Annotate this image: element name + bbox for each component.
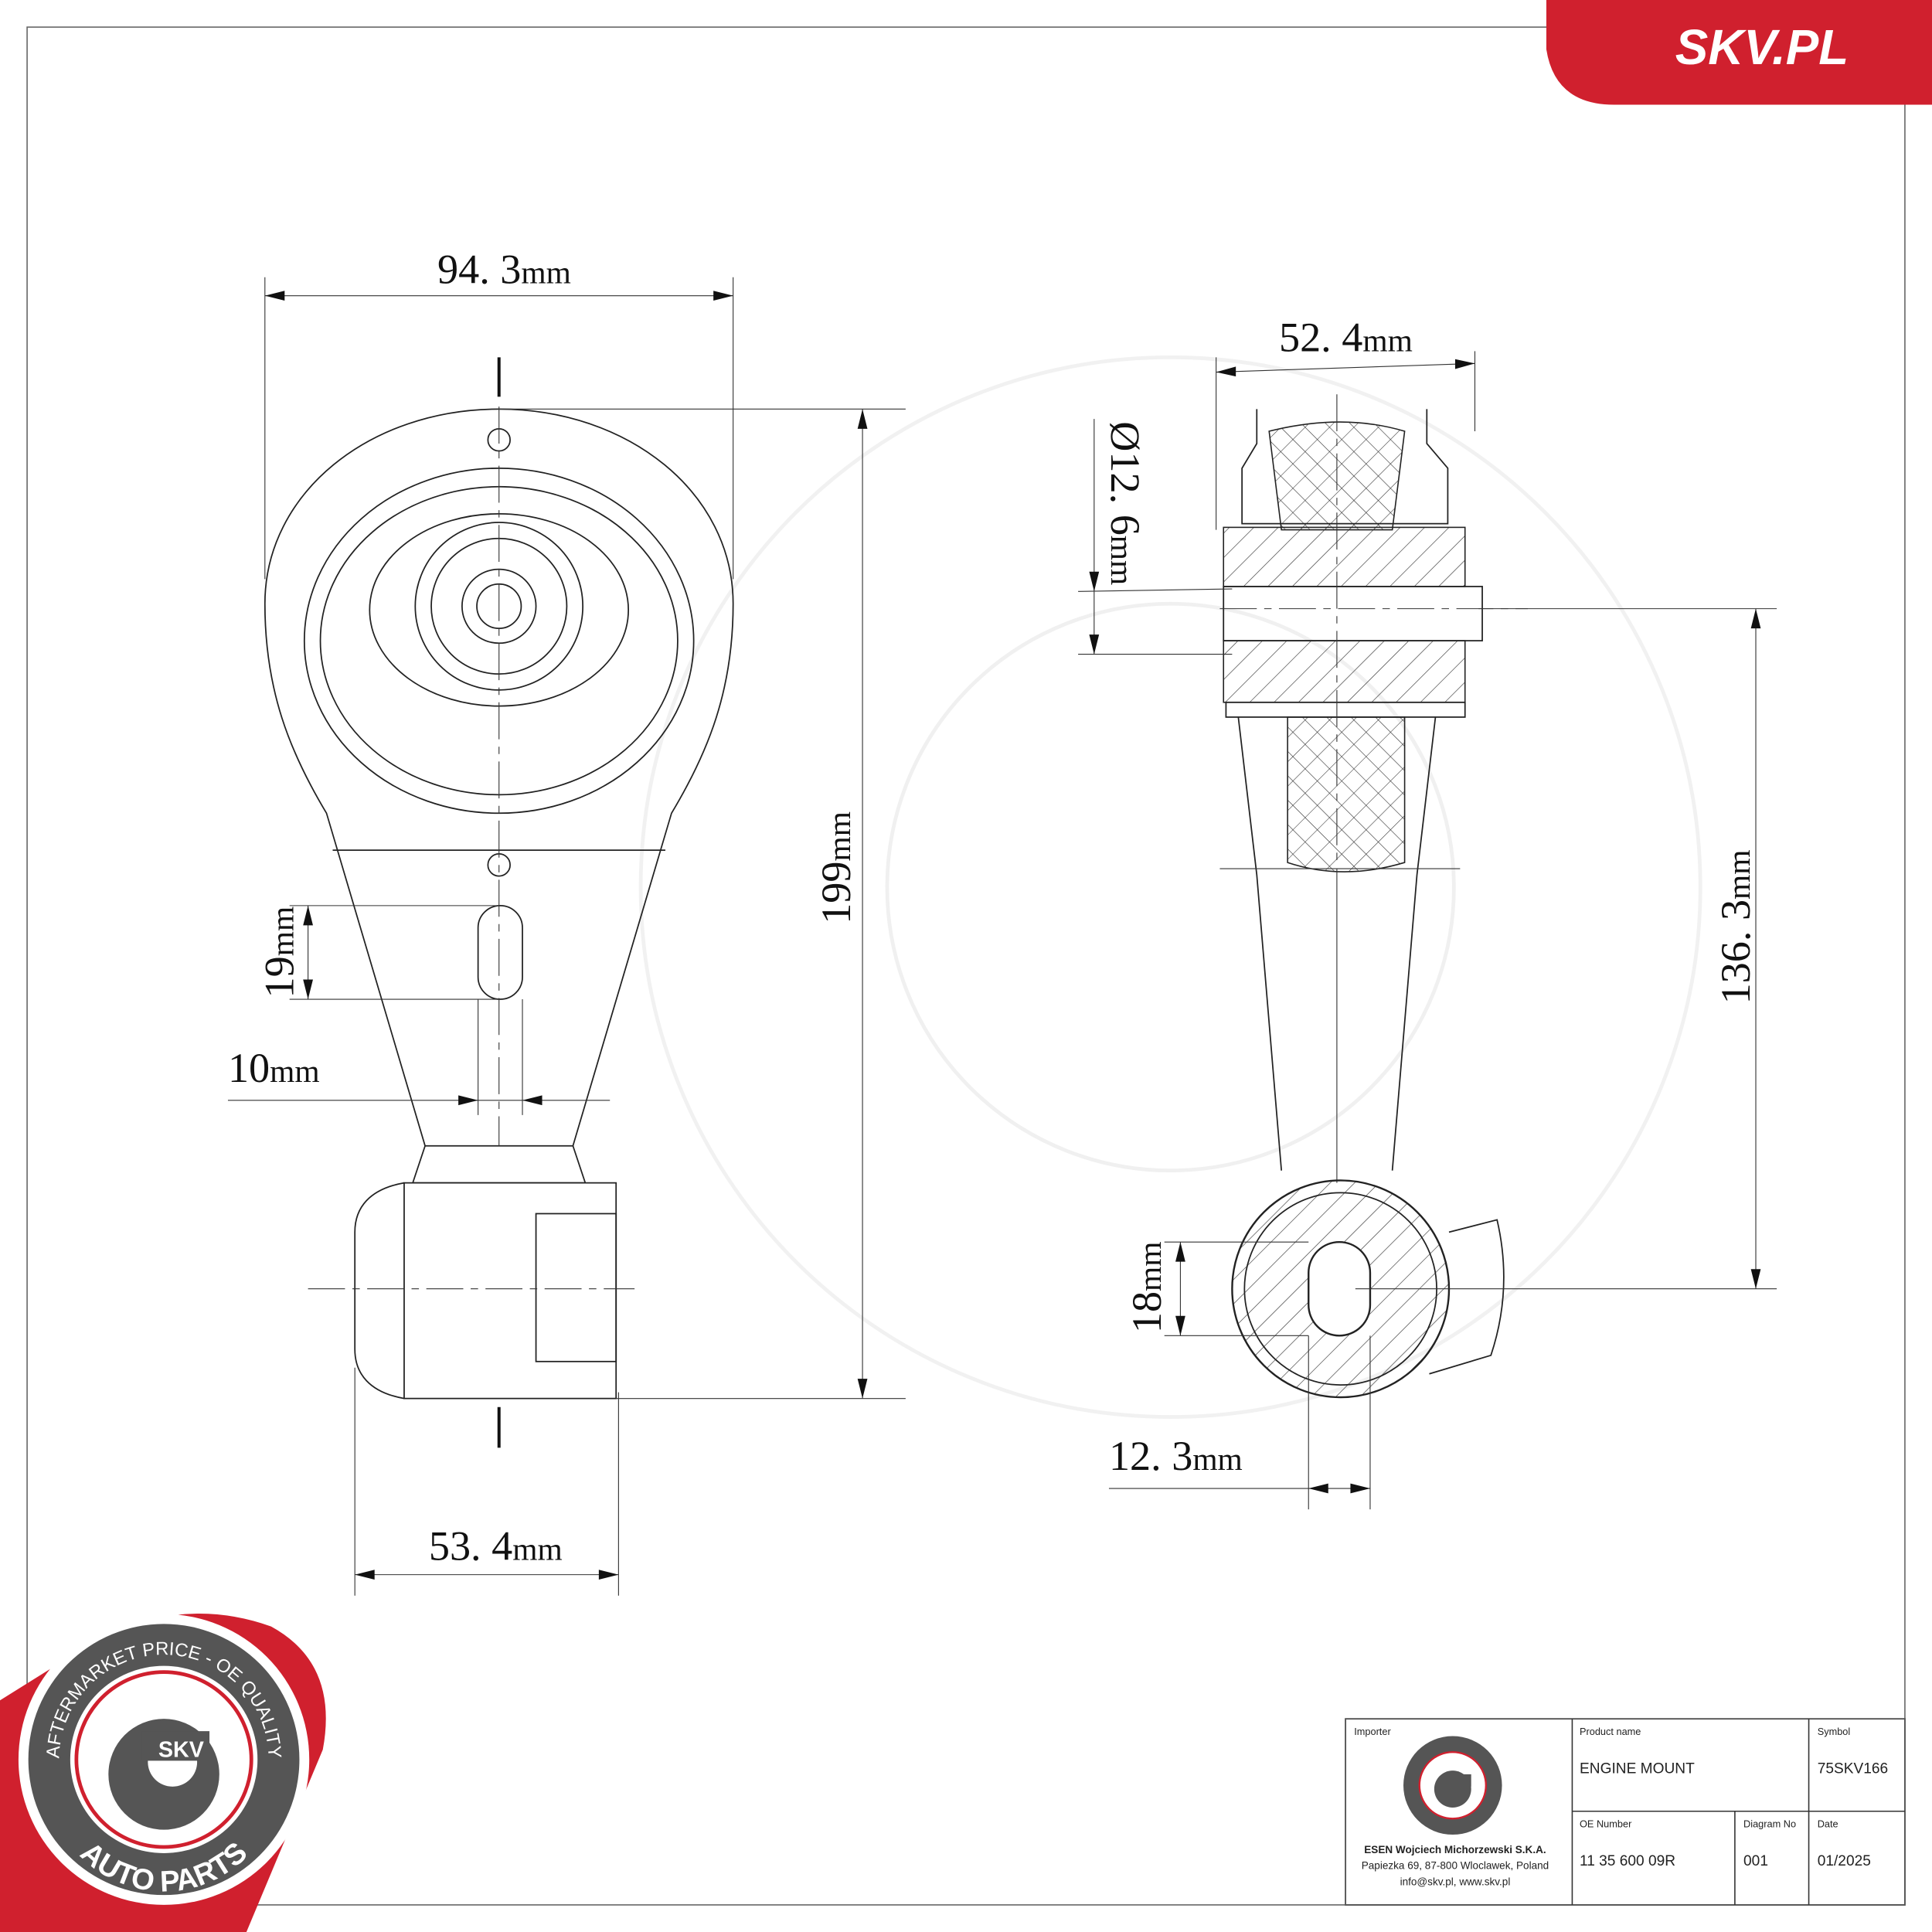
importer-logo [1403,1736,1502,1835]
dim-unit: mm [270,1053,319,1089]
product-name-label: Product name [1580,1726,1641,1737]
dim-bore-diameter: Ø12. 6mm [1078,419,1233,655]
product-name: ENGINE MOUNT [1580,1760,1695,1777]
dim-unit: mm [264,906,300,956]
svg-text:94. 3mm: 94. 3mm [437,247,571,293]
dim-front-height: 199mm [498,408,906,1400]
svg-text:136. 3mm: 136. 3mm [1713,849,1759,1004]
svg-text:199mm: 199mm [813,811,859,924]
svg-text:52. 4mm: 52. 4mm [1279,314,1413,360]
dim-unit: mm [1721,849,1757,899]
front-view [264,357,734,1448]
svg-text:18mm: 18mm [1124,1241,1170,1333]
seal-center-text: SKV [158,1738,204,1763]
dim-value: 12. 3 [1109,1433,1192,1479]
importer-name: ESEN Wojciech Michorzewski S.K.A. [1364,1844,1546,1855]
symbol-label: Symbol [1818,1726,1851,1737]
diagram-no: 001 [1743,1853,1768,1869]
dim-lower-hole-offset: 12. 3mm [1109,1335,1371,1510]
dim-unit: mm [821,811,857,861]
importer-contact: info@skv.pl, www.skv.pl [1400,1876,1511,1887]
dim-value: 18 [1124,1291,1170,1333]
dim-value: 53. 4 [429,1522,512,1569]
importer-label: Importer [1354,1726,1391,1737]
dim-unit: mm [1132,1241,1168,1291]
dim-side-width: 52. 4mm [1216,314,1476,530]
brand-banner-text: SKV.PL [1675,19,1849,75]
brand-banner [1546,0,1932,105]
dim-value: 94. 3 [437,247,521,293]
dim-unit: mm [1192,1441,1242,1477]
side-view [1219,394,1529,1399]
date-label: Date [1818,1818,1838,1829]
oe-number: 11 35 600 09R [1580,1853,1675,1869]
dim-value: 52. 4 [1279,314,1362,360]
dim-unit: mm [1362,322,1412,358]
diagram-no-label: Diagram No [1743,1818,1796,1829]
dim-value: 19 [256,956,302,998]
svg-text:19mm: 19mm [256,906,302,998]
dim-bottom-width: 53. 4mm [354,1367,619,1596]
drawing-frame [26,26,1906,1906]
svg-text:10mm: 10mm [228,1045,320,1091]
dim-center-distance: 136. 3mm [1355,608,1777,1290]
oe-number-label: OE Number [1580,1818,1632,1829]
date-value: 01/2025 [1818,1853,1871,1869]
dim-slot-width: 10mm [228,999,611,1115]
dim-value: 136. 3 [1713,900,1759,1004]
dim-value: 10 [228,1045,270,1091]
dim-unit: mm [521,255,570,291]
dim-slot-length: 19mm [256,905,499,1000]
skv-seal-logo: SKV AFTERMARKET PRICE - OE QUALITY AUTO … [0,1613,326,1932]
dim-value: 199 [813,862,859,924]
importer-address: Papiezka 69, 87-800 Wloclawek, Poland [1362,1860,1549,1872]
dim-front-width: 94. 3mm [264,247,734,580]
symbol-value: 75SKV166 [1818,1760,1888,1777]
dim-lower-hole-height: 18mm [1124,1241,1309,1336]
watermark-gear [638,355,1702,1419]
title-block: Importer ESEN Wojciech Michorzewski S.K.… [1345,1718,1906,1906]
svg-text:53. 4mm: 53. 4mm [429,1522,563,1569]
svg-text:Ø12. 6mm: Ø12. 6mm [1102,421,1148,585]
dim-unit: mm [1104,536,1140,585]
dim-unit: mm [512,1531,562,1566]
svg-text:12. 3mm: 12. 3mm [1109,1433,1243,1479]
dim-value: Ø12. 6 [1102,421,1148,536]
